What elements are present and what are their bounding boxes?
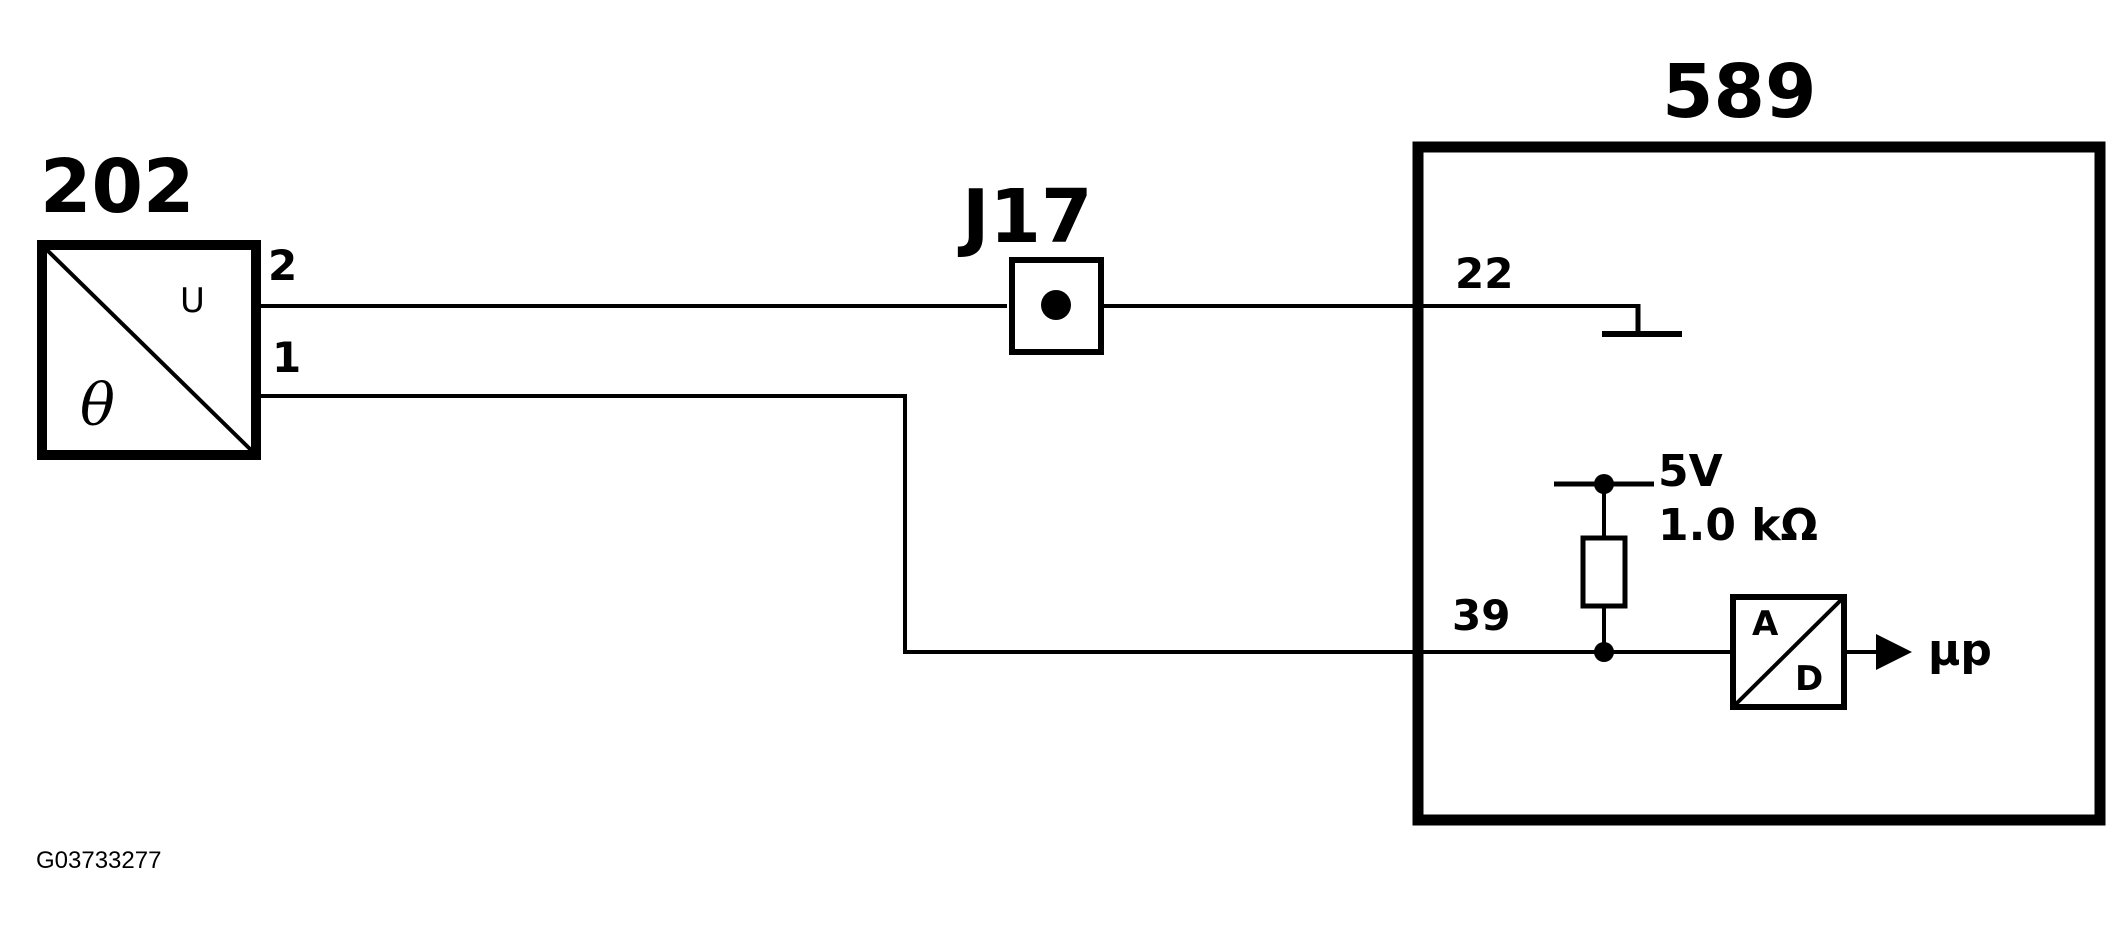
module-pin-39-label: 39 [1452, 591, 1510, 640]
sensor-output-label: U [180, 281, 205, 321]
wire-pin1-to-module [257, 394, 1602, 654]
figure-id: G03733277 [36, 847, 161, 874]
adc-input-label: A [1752, 604, 1779, 644]
pullup-resistance-label: 1.0 kΩ [1658, 500, 1818, 551]
junction-node [1041, 290, 1071, 320]
sensor-theta-symbol: θ [80, 371, 115, 439]
sensor-box [37, 240, 261, 460]
junction-box [1009, 257, 1104, 355]
module-pin-22-label: 22 [1455, 249, 1513, 298]
sensor-diagonal [45, 248, 253, 452]
adc-output-arrow [1876, 634, 1912, 670]
supply-voltage-label: 5V [1658, 446, 1723, 497]
sensor-pin-1-label: 1 [272, 333, 301, 382]
microprocessor-label: μp [1928, 625, 1992, 676]
sensor-id-label: 202 [40, 144, 194, 230]
adc-diagonal [1734, 598, 1843, 706]
pullup-resistor [1580, 535, 1628, 609]
adc-box [1730, 594, 1847, 710]
adc-output-label: D [1795, 659, 1823, 699]
module-box [1412, 141, 2106, 826]
junction-id-label: J17 [957, 174, 1093, 260]
module-id-label: 589 [1662, 49, 1816, 135]
sensor-pin-2-label: 2 [268, 241, 297, 290]
